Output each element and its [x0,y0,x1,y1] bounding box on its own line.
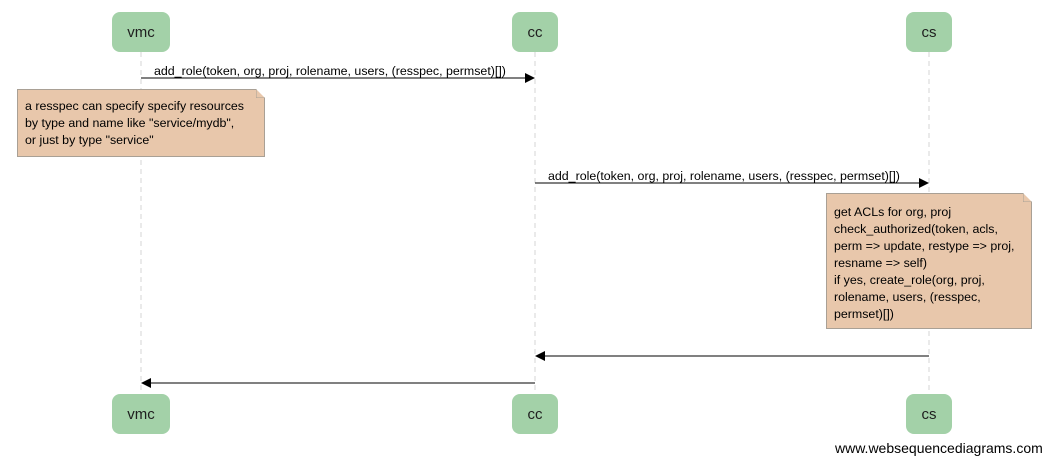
note-acl-check: get ACLs for org, proj check_authorized(… [826,193,1032,329]
participant-cc-top: cc [512,12,558,52]
participant-cs-bottom: cs [906,394,952,434]
message-arrowhead-1 [525,73,535,83]
participant-cs-top: cs [906,12,952,52]
message-label-2: add_role(token, org, proj, rolename, use… [548,169,900,183]
message-label-1: add_role(token, org, proj, rolename, use… [154,64,506,78]
participant-label: cc [527,23,543,41]
note-resspec: a resspec can specify specify resources … [17,89,265,157]
participant-label: cc [527,405,543,423]
participant-vmc-top: vmc [112,12,170,52]
participant-label: cs [921,23,937,41]
note-fold-icon [256,89,265,98]
footer-watermark: www.websequencediagrams.com [835,440,1043,456]
note-fold-icon [1023,193,1032,202]
message-arrowhead-3 [535,351,545,361]
note-text: get ACLs for org, proj check_authorized(… [834,205,1015,321]
participant-cc-bottom: cc [512,394,558,434]
participant-label: vmc [127,23,155,41]
participant-vmc-bottom: vmc [112,394,170,434]
participant-label: cs [921,405,937,423]
participant-label: vmc [127,405,155,423]
message-arrowhead-2 [919,178,929,188]
message-arrowhead-4 [141,378,151,388]
note-text: a resspec can specify specify resources … [25,99,244,147]
